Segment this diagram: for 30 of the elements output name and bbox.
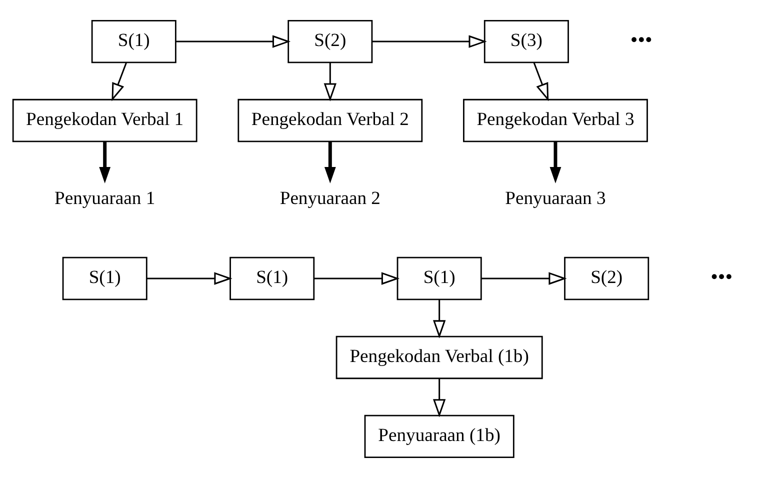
node-box: Pengekodan Verbal 1 [12,98,198,142]
arrow [99,142,111,184]
node-box: S(1) [91,20,176,64]
node-box: S(1) [230,256,315,300]
label: ••• [630,28,652,52]
node-text: Penyuaraan 1 [54,188,156,209]
node-text: Penyuaraan 3 [505,188,606,209]
node-box: Pengekodan Verbal 3 [463,98,648,142]
node-box: Penyuaraan (1b) [364,414,514,458]
node-box: Pengekodan Verbal 2 [238,98,423,142]
arrow [112,62,127,102]
arrow [481,272,567,285]
arrow [324,62,336,102]
arrow [372,35,487,48]
arrow [314,272,400,285]
node-text: Penyuaraan 2 [280,188,380,209]
node-box: S(1) [62,256,148,300]
arrow [550,142,562,184]
node-box: S(2) [564,256,650,300]
arrow [176,35,291,48]
node-box: S(2) [288,20,373,64]
label: ••• [710,264,733,289]
arrow [146,272,232,285]
arrow [324,142,336,184]
arrow [432,378,446,418]
node-box: S(1) [396,256,482,300]
node-box: S(3) [484,20,569,64]
arrow [432,300,446,338]
node-box: Pengekodan Verbal (1b) [336,336,543,380]
arrow [533,62,549,102]
